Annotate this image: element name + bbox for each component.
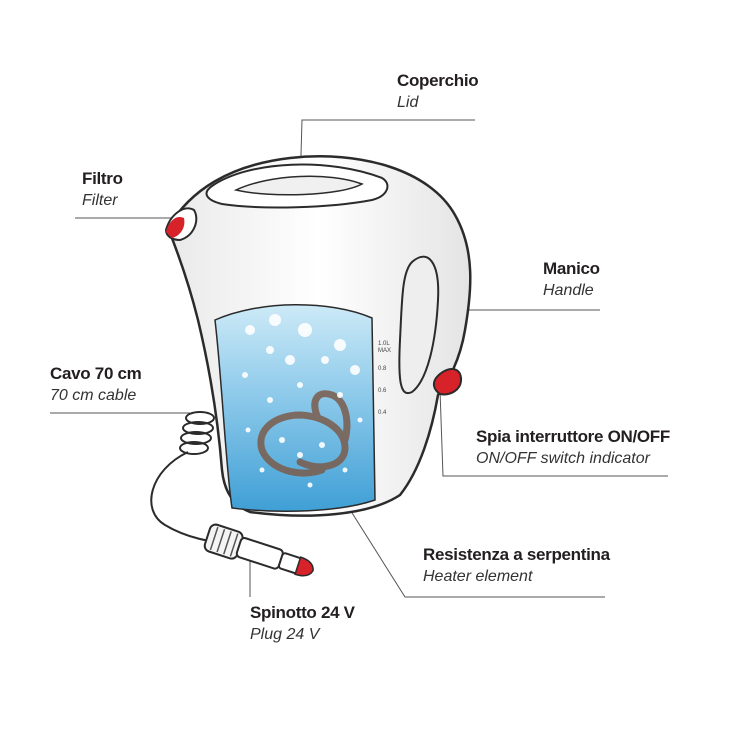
label-lid-it: Coperchio — [397, 71, 479, 90]
label-switch: Spia interruttore ON/OFF ON/OFF switch i… — [476, 428, 670, 467]
plug — [203, 523, 314, 577]
heater-coil — [257, 390, 351, 477]
label-plug-it: Spinotto 24 V — [250, 603, 355, 622]
label-cable-it: Cavo 70 cm — [50, 364, 142, 383]
label-switch-en: ON/OFF switch indicator — [476, 450, 650, 467]
leader-switch — [439, 389, 668, 477]
label-handle-it: Manico — [543, 259, 600, 278]
svg-text:1.0L: 1.0L — [378, 341, 390, 347]
bubbles — [242, 314, 363, 488]
label-heater-en: Heater element — [423, 568, 533, 585]
label-handle: Manico Handle — [543, 260, 600, 299]
svg-text:0.6: 0.6 — [378, 388, 387, 394]
label-switch-it: Spia interruttore ON/OFF — [476, 427, 670, 446]
label-plug-en: Plug 24 V — [250, 626, 320, 643]
level-marks: 1.0L MAX 0.8 0.6 0.4 — [378, 341, 391, 416]
label-heater-it: Resistenza a serpentina — [423, 545, 610, 564]
label-lid: Coperchio Lid — [397, 71, 479, 111]
label-plug: Spinotto 24 V Plug 24 V — [250, 604, 355, 643]
label-filter-en: Filter — [82, 192, 118, 209]
label-cable: Cavo 70 cm 70 cm cable — [50, 365, 142, 404]
label-cable-en: 70 cm cable — [50, 387, 137, 404]
label-lid-en: Lid — [397, 94, 419, 111]
svg-text:0.4: 0.4 — [378, 410, 387, 416]
label-filter: Filtro Filter — [82, 170, 123, 209]
label-handle-en: Handle — [543, 282, 594, 299]
label-filter-it: Filtro — [82, 169, 123, 188]
label-heater: Resistenza a serpentina Heater element — [423, 546, 610, 585]
kettle-body: 1.0L MAX 0.8 0.6 0.4 — [164, 155, 472, 517]
svg-text:0.8: 0.8 — [378, 366, 387, 372]
svg-text:MAX: MAX — [378, 348, 391, 354]
